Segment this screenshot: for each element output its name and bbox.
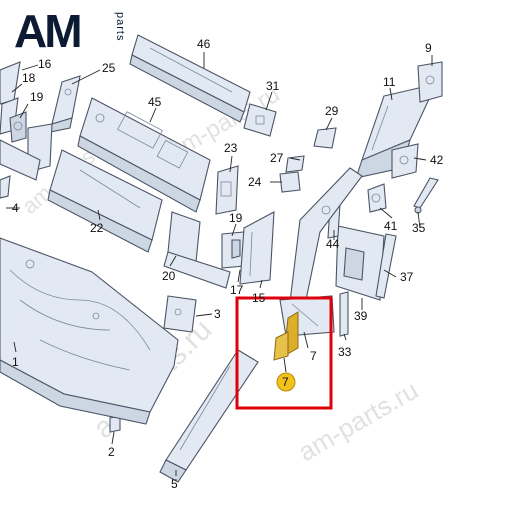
part-31 [243,103,277,137]
part-39 [335,225,385,301]
callout-19: 19 [30,90,44,104]
badge-circle [276,372,296,392]
callout-badge-7: 7 [276,372,296,392]
callout-18: 18 [22,71,36,85]
callout-19b: 19 [229,211,243,225]
watermark-text-3: am-parts.ru [293,375,423,467]
part-13 [417,61,443,103]
callout-45: 45 [148,95,162,109]
part-24 [49,75,81,133]
callout-2: 2 [108,445,115,459]
part-1 [0,237,179,425]
callout-20: 20 [162,269,176,283]
callout-37: 35 [412,221,426,235]
callout-44: 44 [326,237,340,251]
part-23 [215,165,239,215]
part-3 [163,295,197,333]
callout-41: 41 [384,219,398,233]
callout-31: 31 [266,79,280,93]
callout-39: 39 [354,309,368,323]
part-19-right [221,231,245,269]
callout-1: 1 [12,355,19,369]
callout-labels: 46 9 16 18 19 25 45 31 11 29 27 24 23 4 … [12,37,444,491]
callout-16: 16 [38,57,52,71]
callout-29: 29 [325,104,339,118]
part-29 [313,127,337,149]
callout-23: 23 [224,141,238,155]
part-41-37-group [367,177,439,214]
part-17 [239,211,275,285]
part-18-19-group [0,61,53,199]
callout-15: 15 [252,291,266,305]
logo-subtext: parts [114,12,126,42]
part-33 [339,291,349,337]
callout-46: 46 [197,37,211,51]
part-35 [375,233,397,299]
callout-9: 7 [310,349,317,363]
callout-5: 5 [171,477,178,491]
leader-lines [6,52,433,476]
part-27-25-group [279,155,305,193]
logo-mark: AM [14,5,83,57]
callout-3: 3 [214,307,221,321]
part-42 [391,143,419,179]
part-7 [273,311,299,361]
part-22 [47,149,163,253]
callout-33: 33 [338,345,352,359]
part-45 [77,97,211,213]
callout-27: 27 [270,151,284,165]
callout-11: 11 [383,75,396,89]
callout-4: 4 [12,201,19,215]
callout-42: 42 [430,153,444,167]
callout-22: 22 [90,221,104,235]
callout-24: 25 [102,61,116,75]
callout-35: 37 [400,270,414,284]
callout-25: 24 [248,175,262,189]
part-46 [129,34,251,123]
highlight-box [235,296,333,410]
part-20 [163,211,231,289]
callout-13: 9 [425,41,432,55]
callout-17: 17 [230,283,244,297]
badge-label-7: 7 [282,375,289,389]
part-5 [159,349,259,483]
